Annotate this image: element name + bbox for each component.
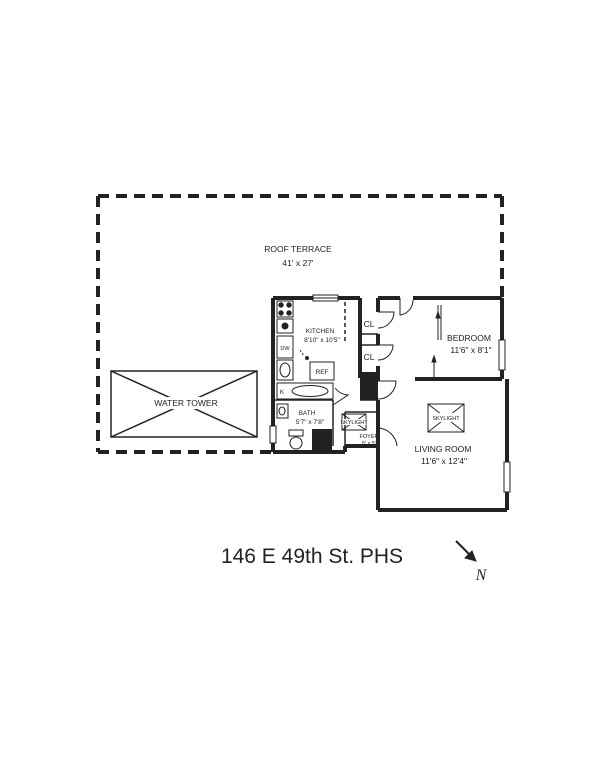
- water-tower-name: WATER TOWER: [154, 398, 217, 408]
- living-room-name: LIVING ROOM: [415, 444, 472, 454]
- roof-terrace-dims: 41' x 27': [282, 258, 314, 268]
- door-swings: [332, 298, 414, 448]
- apartment-walls: [271, 296, 509, 512]
- roof-terrace-outline: [96, 194, 504, 454]
- bedroom-closet-doors: [431, 305, 442, 378]
- address-title: 146 E 49th St. PHS: [221, 545, 403, 568]
- bath-dims: 5'7" x 7'8": [296, 419, 325, 426]
- water-tower-label-bg: [148, 397, 224, 409]
- closet-label-3: CL: [364, 387, 375, 397]
- bedroom-name: BEDROOM: [447, 333, 491, 343]
- windows: [269, 294, 511, 493]
- k-label: K: [280, 389, 285, 396]
- bathtub: [276, 382, 334, 400]
- stove: [276, 300, 294, 334]
- closet-label-2: CL: [364, 352, 375, 362]
- bath-fixtures: [276, 403, 304, 450]
- dishwasher-label: DW: [280, 346, 290, 352]
- bath-name: BATH: [299, 410, 316, 417]
- foyer-skylight-label-bg: [342, 419, 366, 425]
- bedroom-dims: 11'6" x 8'1": [450, 345, 491, 355]
- closet-label-1: CL: [364, 319, 375, 329]
- foyer-dims: 5' x 5': [362, 441, 376, 447]
- structural-blocks: [312, 372, 378, 450]
- roof-terrace-name: ROOF TERRACE: [264, 244, 332, 254]
- living-room-dims: 11'6" x 12'4": [421, 456, 467, 466]
- foyer-skylight-label: SKYLIGHT: [340, 420, 368, 426]
- kitchen-dims: 8'10" x 10'5": [304, 337, 340, 344]
- living-skylight-label-bg: [429, 413, 463, 422]
- living-skylight-label: SKYLIGHT: [432, 416, 460, 422]
- north-arrow-icon: [455, 540, 477, 562]
- kitchen-counter: [276, 335, 335, 381]
- refrigerator-label: REF: [316, 369, 329, 376]
- north-label: N: [475, 567, 488, 584]
- foyer-name: FOYER: [360, 434, 379, 440]
- kitchen-name: KITCHEN: [306, 328, 335, 335]
